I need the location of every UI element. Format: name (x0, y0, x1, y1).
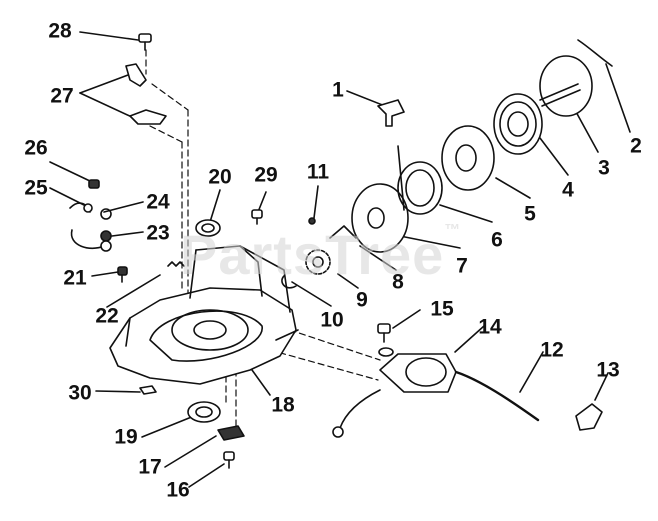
gear-9 (305, 249, 331, 275)
callout-17: 17 (138, 455, 162, 479)
callout-15: 15 (430, 297, 454, 321)
callout-16: 16 (166, 478, 190, 502)
plate-17 (217, 425, 245, 441)
bracket-27 (125, 63, 167, 125)
callout-9: 9 (356, 288, 368, 312)
leader-lines (49, 31, 631, 488)
watermark-text: PartsTree (180, 223, 445, 286)
screw-16 (223, 451, 235, 469)
callout-8: 8 (392, 270, 404, 294)
screw-21 (117, 266, 128, 283)
callout-13: 13 (596, 358, 620, 382)
wire-2 (577, 39, 613, 67)
trademark-mark: ™ (444, 222, 462, 239)
callout-4: 4 (562, 178, 574, 202)
callout-29: 29 (254, 163, 278, 187)
callout-12: 12 (540, 338, 564, 362)
handle-1 (377, 99, 405, 127)
spring-22 (167, 261, 185, 267)
callout-28: 28 (48, 19, 72, 43)
seal-20 (195, 219, 221, 237)
screw-28 (138, 33, 152, 51)
callout-10: 10 (320, 308, 344, 332)
spring-6 (397, 145, 443, 215)
nut-23 (100, 230, 112, 242)
callout-24: 24 (146, 190, 170, 214)
watermark: PartsTree™ (180, 222, 461, 287)
washer-15 (378, 347, 394, 357)
callout-26: 26 (24, 136, 48, 160)
callout-20: 20 (208, 165, 232, 189)
pulley-5 (441, 125, 495, 191)
callout-5: 5 (524, 202, 536, 226)
callout-21: 21 (63, 266, 87, 290)
boot-13 (575, 403, 603, 431)
washer-24 (100, 208, 112, 220)
callout-7: 7 (456, 254, 468, 278)
callout-1: 1 (332, 78, 344, 102)
bearing-19 (187, 401, 221, 423)
callout-2: 2 (630, 134, 642, 158)
callout-23: 23 (146, 221, 170, 245)
cover-3 (539, 55, 593, 117)
assembly-lines (145, 49, 381, 441)
housing-18 (109, 245, 299, 385)
callout-6: 6 (491, 228, 503, 252)
callout-30: 30 (68, 381, 92, 405)
callout-27: 27 (50, 84, 74, 108)
bolt-26 (88, 179, 100, 189)
clip-10 (281, 275, 297, 289)
callout-22: 22 (95, 304, 119, 328)
callout-25: 25 (24, 176, 48, 200)
pin-30 (139, 385, 157, 395)
callout-11: 11 (306, 160, 330, 184)
pin-11 (308, 217, 316, 225)
ignition-coil-14 (332, 353, 457, 438)
callout-14: 14 (478, 315, 502, 339)
callout-19: 19 (114, 425, 138, 449)
pulley-7 (351, 183, 409, 253)
lead-12 (454, 370, 540, 422)
screw-29 (251, 209, 263, 225)
ground-wire (70, 229, 105, 250)
wire-25 (69, 202, 93, 213)
callout-3: 3 (598, 156, 610, 180)
recoil-spring-4 (493, 93, 543, 155)
screw-15 (377, 323, 391, 343)
callout-18: 18 (271, 393, 295, 417)
